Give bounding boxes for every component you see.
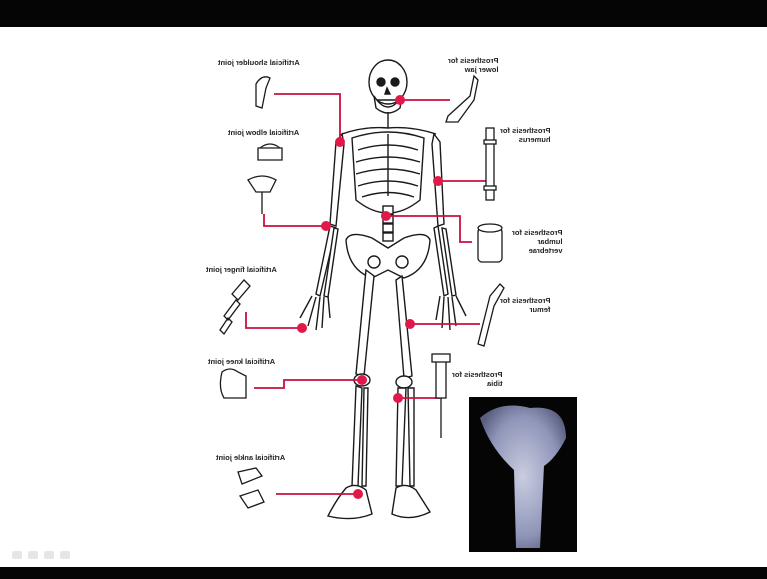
label-ankle: Artificial ankle joint (216, 453, 285, 462)
femur-implant (478, 284, 504, 346)
tibia-marker (393, 393, 403, 403)
finger-connector (246, 312, 302, 328)
ankle-marker (353, 489, 363, 499)
knee-marker (357, 375, 367, 385)
tibia-implant (436, 358, 446, 398)
label-jaw: Prosthesis for lower jaw (448, 56, 498, 74)
pencil-icon[interactable] (28, 551, 38, 559)
label-knee: Artificial knee joint (208, 357, 275, 366)
lumbar-implant (478, 228, 502, 262)
lumbar-marker (381, 211, 391, 221)
shoulder-implant (256, 77, 270, 108)
jaw-marker (395, 95, 405, 105)
play-icon[interactable] (12, 551, 22, 559)
label-elbow: Artificial elbow joint (228, 128, 299, 137)
humerus-marker (433, 176, 443, 186)
screen-icon[interactable] (44, 551, 54, 559)
more-icon[interactable] (60, 551, 70, 559)
label-shoulder: Artificial shoulder joint (218, 58, 300, 67)
knee-connector (254, 380, 362, 388)
bottom-letterbox-bar (0, 567, 767, 579)
jaw-implant (446, 76, 478, 122)
femur-xray-image (469, 397, 577, 552)
finger-marker (297, 323, 307, 333)
skeleton (300, 60, 466, 519)
elbow-implant-hinge (258, 144, 282, 160)
label-finger: Artificial finger joint (206, 265, 277, 274)
label-tibia: Prosthesis for tibia (452, 370, 502, 388)
ankle-implant-bottom (240, 490, 264, 508)
elbow-implant-cup (248, 176, 276, 192)
knee-implant (220, 369, 246, 398)
elbow-marker (321, 221, 331, 231)
label-lumbar: Prosthesis for lumbar vertebrae (512, 228, 562, 255)
label-humerus: Prosthesis for humerus (500, 126, 550, 144)
shoulder-marker (335, 137, 345, 147)
ankle-implant-top (238, 468, 262, 484)
label-femur: Prosthesis for femur (500, 296, 550, 314)
elbow-connector (264, 214, 326, 226)
femur-marker (405, 319, 415, 329)
